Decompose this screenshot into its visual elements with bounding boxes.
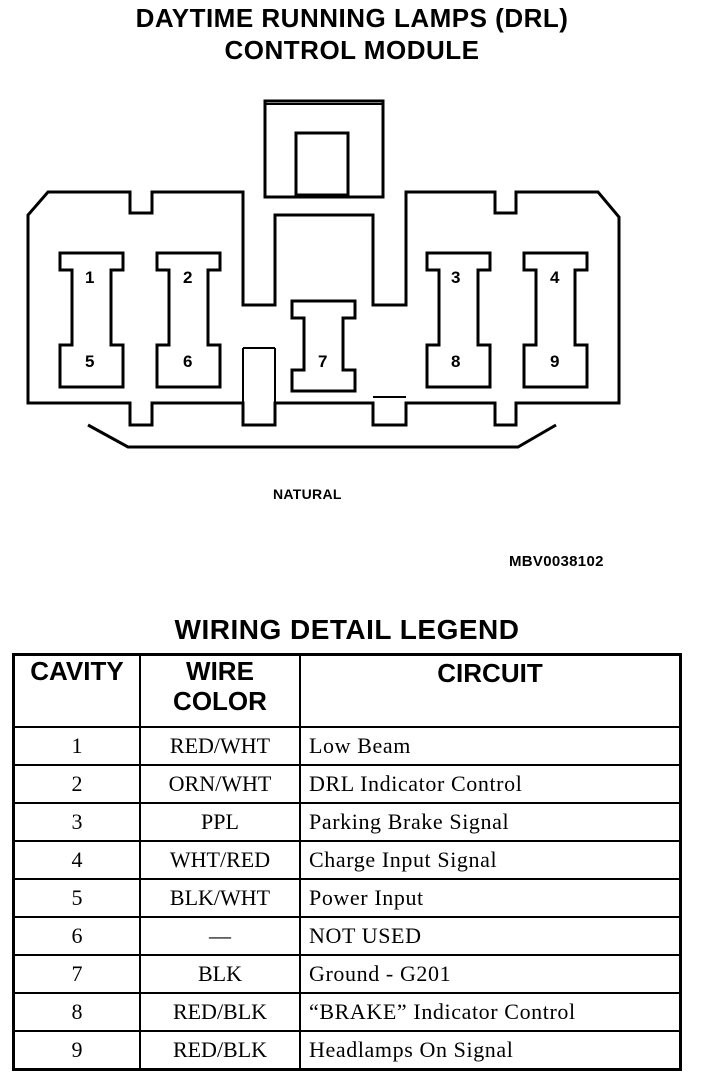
cell-cavity: 5 [12, 878, 141, 918]
connector-housing [26, 190, 621, 427]
cell-wire-color: BLK [139, 954, 301, 994]
cell-circuit: Ground - G201 [299, 954, 682, 994]
cell-wire-color: WHT/RED [139, 840, 301, 880]
cell-cavity: 2 [12, 764, 141, 804]
cavity-number-1: 1 [85, 268, 94, 287]
cell-wire-color: — [139, 916, 301, 956]
cell-circuit: Charge Input Signal [299, 840, 682, 880]
cell-circuit: Headlamps On Signal [299, 1030, 682, 1071]
legend-title: WIRING DETAIL LEGEND [174, 614, 520, 645]
cell-circuit: DRL Indicator Control [299, 764, 682, 804]
connector-face-diagram: 1 5 2 6 7 3 8 4 9 [26, 99, 621, 449]
terminal-slot-2-6 [155, 251, 222, 389]
terminal-slot-4-9 [522, 251, 589, 389]
figure-id-label: MBV0038102 [509, 553, 604, 570]
cell-wire-color: RED/BLK [139, 1030, 301, 1071]
cell-wire-color: RED/BLK [139, 992, 301, 1032]
cell-cavity: 4 [12, 840, 141, 880]
table-row: 4 WHT/RED Charge Input Signal [12, 840, 682, 880]
cavity-number-9: 9 [550, 352, 559, 371]
table-row: 9 RED/BLK Headlamps On Signal [12, 1030, 682, 1071]
terminal-slot-7 [290, 299, 357, 393]
cell-wire-color: BLK/WHT [139, 878, 301, 918]
housing-color-label: NATURAL [273, 486, 342, 502]
header-wire-line2: COLOR [173, 686, 267, 716]
table-row: 3 PPL Parking Brake Signal [12, 802, 682, 842]
table-row: 1 RED/WHT Low Beam [12, 726, 682, 766]
diagram-title-line-2: CONTROL MODULE [224, 35, 480, 65]
cell-cavity: 1 [12, 726, 141, 766]
wiring-legend-table: CAVITY WIRE COLOR CIRCUIT 1 RED/WHT Low … [12, 653, 682, 1071]
header-circuit: CIRCUIT [299, 653, 682, 728]
cell-cavity: 9 [12, 1030, 141, 1071]
cell-circuit: Parking Brake Signal [299, 802, 682, 842]
cell-cavity: 8 [12, 992, 141, 1032]
cell-wire-color: PPL [139, 802, 301, 842]
cell-circuit: Low Beam [299, 726, 682, 766]
table-row: 7 BLK Ground - G201 [12, 954, 682, 994]
cavity-number-3: 3 [451, 268, 460, 287]
cavity-number-4: 4 [550, 268, 560, 287]
cell-wire-color: ORN/WHT [139, 764, 301, 804]
table-row: 8 RED/BLK “BRAKE” Indicator Control [12, 992, 682, 1032]
table-row: 6 — NOT USED [12, 916, 682, 956]
table-row: 2 ORN/WHT DRL Indicator Control [12, 764, 682, 804]
cell-wire-color: RED/WHT [139, 726, 301, 766]
cell-cavity: 6 [12, 916, 141, 956]
cavity-number-2: 2 [183, 268, 192, 287]
connector-lock-window [294, 131, 350, 197]
connector-lock-tab [263, 99, 385, 199]
header-wire-color: WIRE COLOR [139, 653, 301, 728]
legend-header-row: CAVITY WIRE COLOR CIRCUIT [12, 653, 682, 728]
cell-circuit: NOT USED [299, 916, 682, 956]
diagram-title-line-1: DAYTIME RUNNING LAMPS (DRL) [135, 3, 569, 33]
terminal-slot-3-8 [425, 251, 492, 389]
header-wire-line1: WIRE [186, 656, 254, 686]
cell-circuit: Power Input [299, 878, 682, 918]
cell-cavity: 7 [12, 954, 141, 994]
cavity-number-6: 6 [183, 352, 192, 371]
header-cavity: CAVITY [12, 653, 141, 728]
connector-base-rail [87, 423, 557, 449]
table-row: 5 BLK/WHT Power Input [12, 878, 682, 918]
cell-circuit: “BRAKE” Indicator Control [299, 992, 682, 1032]
cell-cavity: 3 [12, 802, 141, 842]
cavity-number-7: 7 [318, 352, 327, 371]
cavity-number-5: 5 [85, 352, 94, 371]
terminal-slot-1-5 [58, 251, 125, 389]
cavity-number-8: 8 [451, 352, 460, 371]
